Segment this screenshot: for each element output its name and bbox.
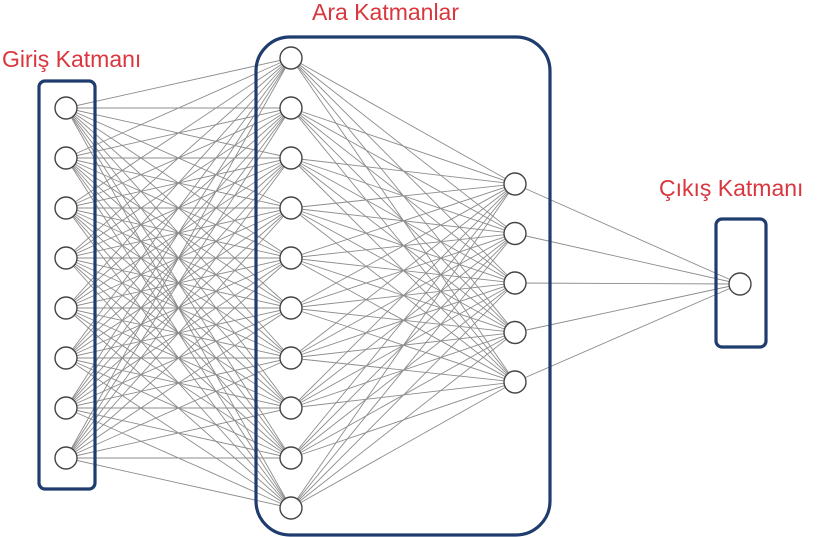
output-neuron — [728, 272, 752, 296]
connection-line — [65, 57, 292, 259]
connection-line — [290, 381, 516, 509]
hidden-a-neuron — [279, 496, 303, 520]
connection-line — [290, 183, 516, 409]
input-neuron — [54, 96, 78, 120]
connection-line — [65, 57, 292, 309]
connection-line — [290, 183, 516, 209]
connection-line — [290, 332, 516, 509]
connection-line — [65, 57, 292, 159]
hidden-b-neuron — [503, 320, 527, 345]
input-neuron — [54, 446, 78, 470]
hidden-a-neuron — [279, 396, 303, 420]
hidden-layers-box — [254, 35, 552, 537]
connection-line — [65, 407, 292, 459]
connections — [65, 57, 741, 509]
hidden-b-neuron — [503, 172, 527, 196]
connection-line — [514, 283, 741, 333]
input-layer-label: Giriş Katmanı — [2, 46, 141, 72]
connection-line — [65, 107, 292, 459]
hidden-b-neuron — [503, 370, 527, 394]
connection-line — [65, 357, 292, 459]
connection-line — [514, 283, 741, 383]
connection-line — [290, 183, 516, 259]
connection-line — [65, 457, 292, 509]
connection-line — [65, 207, 292, 459]
connection-line — [65, 57, 292, 359]
hidden-a-neuron — [279, 346, 303, 370]
connection-line — [65, 57, 292, 109]
connection-line — [514, 282, 741, 285]
hidden-a-neuron — [279, 246, 303, 270]
connection-line — [514, 233, 741, 285]
output-layer-box — [714, 217, 768, 349]
hidden-a-neuron — [279, 96, 303, 120]
connection-line — [290, 183, 516, 359]
connection-line — [290, 282, 516, 509]
connection-line — [290, 157, 516, 185]
hidden-b-neuron — [503, 271, 527, 295]
neurons — [54, 46, 752, 520]
hidden-layers-label: Ara Katmanlar — [312, 0, 459, 25]
hidden-b-neuron — [503, 221, 527, 246]
hidden-a-neuron — [279, 196, 303, 220]
connection-line — [65, 57, 292, 209]
connection-line — [290, 183, 516, 459]
input-neuron — [54, 246, 78, 270]
connection-line — [290, 183, 516, 309]
input-neuron — [54, 346, 78, 370]
hidden-a-neuron — [279, 446, 303, 470]
connection-line — [65, 57, 292, 459]
hidden-a-neuron — [279, 46, 303, 70]
connection-line — [290, 233, 516, 509]
output-layer-label: Çıkış Katmanı — [659, 175, 803, 201]
connection-line — [290, 183, 516, 509]
connection-line — [65, 307, 292, 459]
input-layer-box — [37, 79, 97, 491]
input-neuron — [54, 296, 78, 320]
hidden-a-neuron — [279, 296, 303, 320]
input-neuron — [54, 396, 78, 420]
hidden-a-neuron — [279, 146, 303, 170]
connection-line — [290, 57, 516, 185]
connection-line — [65, 57, 292, 409]
input-neuron — [54, 196, 78, 220]
connection-line — [290, 107, 516, 185]
input-neuron — [54, 146, 78, 170]
connection-line — [514, 183, 741, 285]
connection-line — [65, 257, 292, 459]
connection-line — [65, 157, 292, 459]
